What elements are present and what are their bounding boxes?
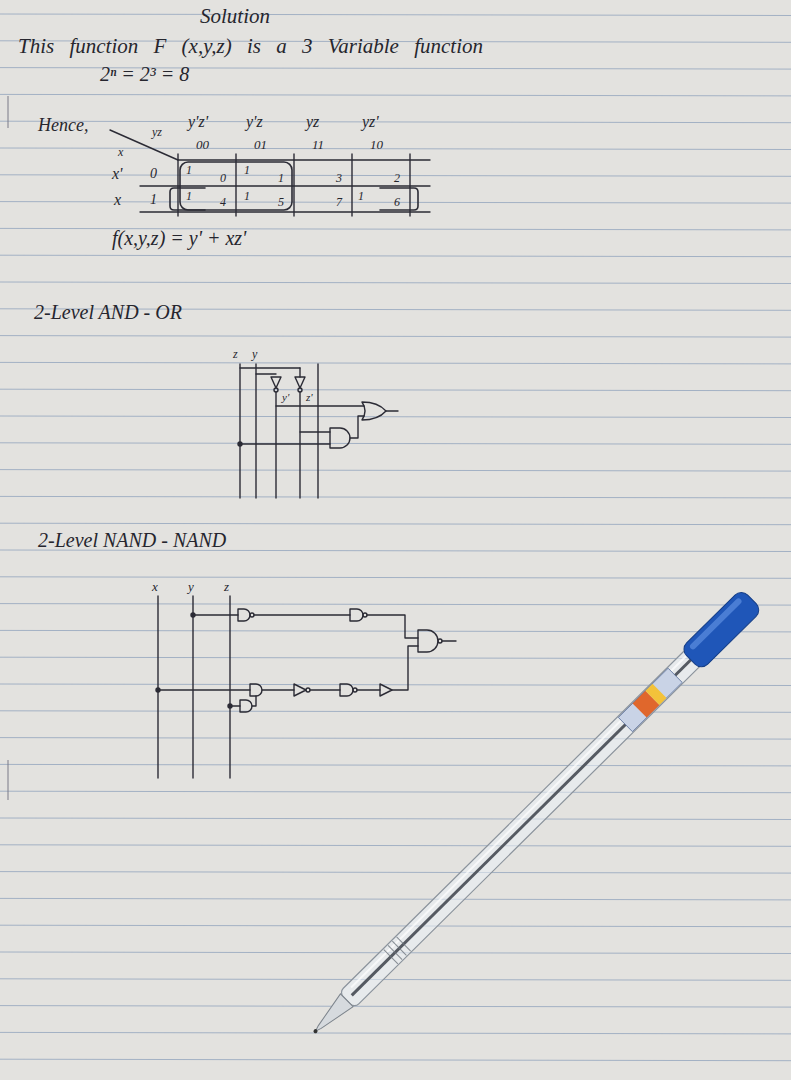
ruled-line	[0, 791, 791, 793]
column-header: y'z'	[188, 114, 208, 130]
ruled-line	[0, 389, 791, 391]
ruled-line	[0, 818, 791, 820]
signal-name: z	[233, 348, 238, 360]
ruled-line	[0, 577, 791, 579]
row-header: x	[114, 192, 121, 208]
ruled-line	[0, 738, 791, 740]
column-header: yz'	[362, 114, 379, 130]
section-heading: 2-Level NAND - NAND	[38, 530, 226, 550]
ruled-line	[0, 470, 791, 472]
row-header: x'	[112, 166, 123, 182]
kmap-cell-value: 1	[186, 164, 192, 176]
ruled-line	[0, 282, 791, 284]
ruled-line	[0, 496, 791, 498]
minterm-index: 3	[336, 172, 342, 184]
ruled-line	[0, 1006, 791, 1008]
ruled-line	[0, 898, 791, 900]
kmap-cell-value: 1	[244, 190, 250, 202]
row-code: 1	[150, 193, 157, 207]
ruled-line	[0, 1032, 791, 1034]
kmap-cell-value: 1	[186, 190, 192, 202]
margin-mark	[8, 760, 9, 800]
boolean-expression: f(x,y,z) = y' + xz'	[112, 228, 246, 248]
row-code: 0	[150, 167, 157, 181]
page-title: Solution	[200, 6, 270, 27]
minterm-index: 7	[336, 196, 342, 208]
ruled-line	[0, 711, 791, 713]
ruled-line	[0, 630, 791, 632]
kmap-grouping-loops	[170, 162, 418, 210]
minterm-index: 6	[394, 196, 400, 208]
minterm-index: 1	[278, 172, 284, 184]
minterm-index: 2	[394, 172, 400, 184]
ruled-line	[0, 604, 791, 606]
signal-name: y	[252, 348, 257, 360]
ruled-line	[0, 443, 791, 445]
ruled-line	[0, 94, 791, 96]
ruled-line	[0, 362, 791, 364]
karnaugh-map-grid	[110, 130, 430, 216]
equation: 2ⁿ = 2³ = 8	[100, 64, 189, 84]
column-code: 00	[196, 138, 209, 151]
signal-name: z'	[306, 392, 313, 403]
signal-name: z	[224, 580, 229, 593]
column-code: 11	[312, 138, 324, 151]
ruled-line	[0, 872, 791, 874]
ruled-line	[0, 255, 791, 257]
ruled-line	[0, 657, 791, 659]
signal-name: x	[152, 580, 158, 593]
kmap-cell-value: 1	[358, 190, 364, 202]
signal-name: y'	[282, 392, 289, 403]
column-header: y'z	[246, 114, 263, 130]
kmap-cell-value: 1	[244, 164, 250, 176]
margin-mark	[8, 96, 9, 128]
kmap-corner-label: x	[118, 146, 123, 158]
ruled-line	[0, 845, 791, 847]
nand-nand-circuit	[156, 596, 456, 778]
note-text: This function F (x,y,z) is a 3 Variable …	[18, 36, 483, 57]
section-heading: 2-Level AND - OR	[34, 302, 182, 322]
column-code: 01	[254, 138, 267, 151]
ruled-line	[0, 336, 791, 338]
ruled-line	[0, 121, 791, 123]
ruled-line	[0, 1059, 791, 1061]
minterm-index: 4	[220, 196, 226, 208]
column-code: 10	[370, 138, 383, 151]
minterm-index: 5	[278, 196, 284, 208]
ruled-line	[0, 416, 791, 418]
column-header: yz	[306, 114, 319, 130]
ruled-line	[0, 979, 791, 981]
ruled-line	[0, 764, 791, 766]
and-or-circuit	[238, 364, 398, 498]
ruled-line	[0, 925, 791, 927]
ruled-line	[0, 550, 791, 552]
ruled-line	[0, 523, 791, 525]
ruled-line	[0, 14, 791, 16]
note-text: Hence,	[38, 116, 88, 134]
signal-name: y	[188, 580, 194, 593]
minterm-index: 0	[220, 172, 226, 184]
kmap-corner-label: yz	[152, 126, 162, 138]
